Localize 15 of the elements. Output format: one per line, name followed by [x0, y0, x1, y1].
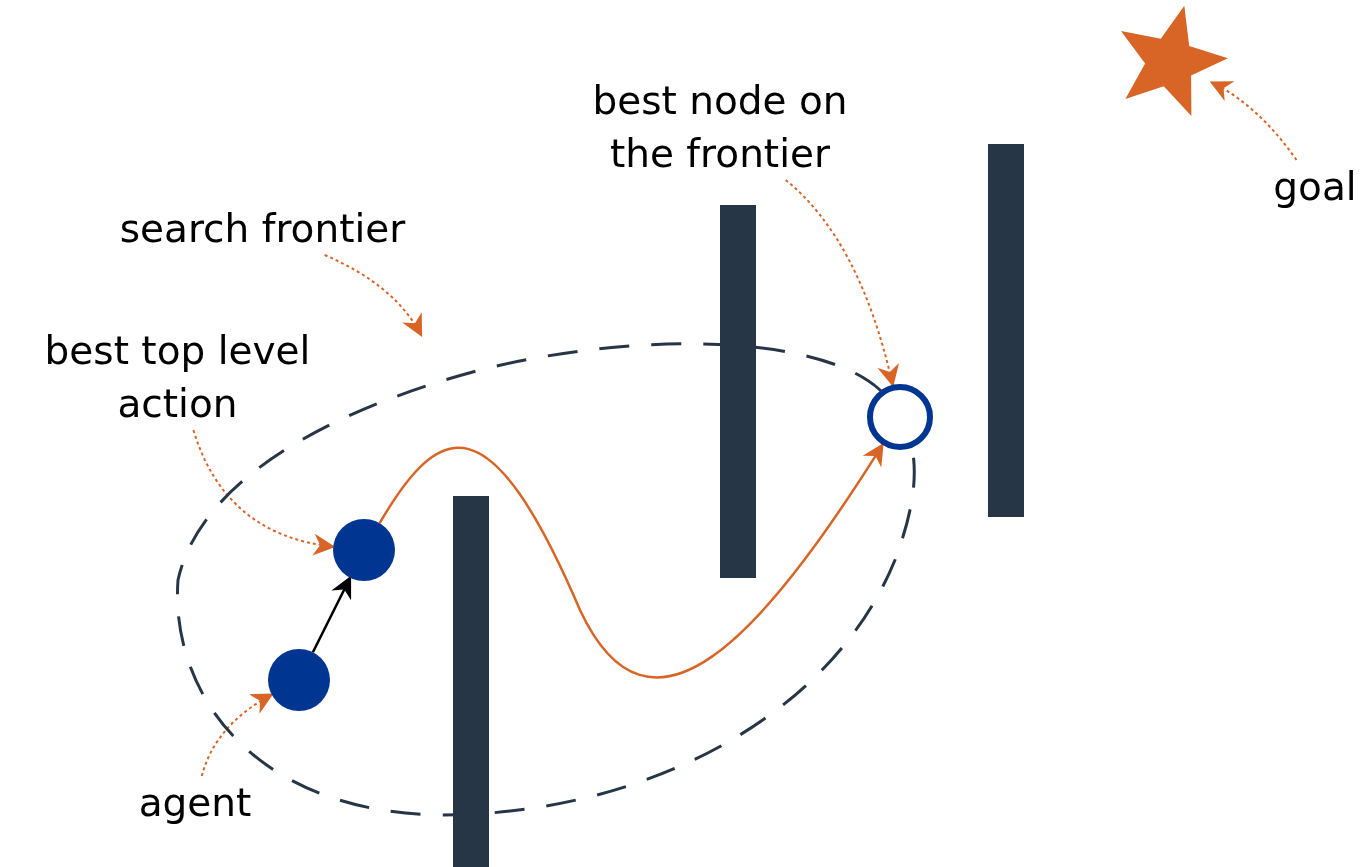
callout-label: agent — [137, 779, 253, 827]
path-arrow — [378, 443, 884, 679]
wall-bar — [988, 144, 1024, 517]
action-arrow — [311, 575, 352, 653]
leader-line — [200, 693, 274, 777]
leader-line — [1209, 81, 1298, 161]
callout-label: best top level action — [43, 327, 312, 428]
callout-label: goal — [1272, 163, 1358, 211]
wall-bar — [720, 205, 756, 578]
callout-label: search frontier — [118, 205, 407, 253]
callout-label: best node on the frontier — [591, 77, 849, 178]
wall-bar — [453, 496, 489, 867]
leader-line — [784, 179, 899, 387]
leader-line — [323, 254, 423, 337]
hollow-node-circle — [867, 384, 933, 450]
